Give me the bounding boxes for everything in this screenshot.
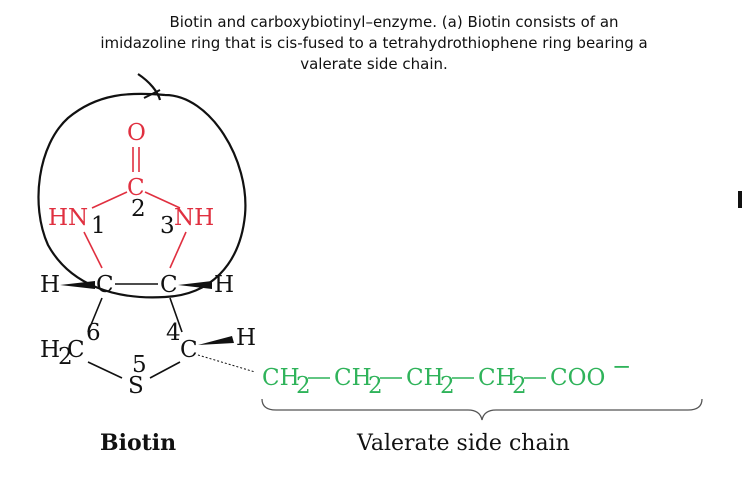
chain-ch2-4: CH	[478, 365, 516, 391]
position-2: 2	[131, 196, 146, 222]
valerate-label: Valerate side chain	[356, 431, 570, 456]
atom-sulfur: S	[128, 373, 144, 399]
chain-ch2-1: CH	[262, 365, 300, 391]
atom-h-right: H	[214, 272, 234, 298]
wedge-bond-left	[60, 281, 95, 289]
atom-oxygen: O	[127, 120, 146, 146]
atom-carbon-3a: C	[96, 272, 114, 298]
atom-nh: NH	[174, 205, 214, 231]
atom-carbon-6a: C	[160, 272, 178, 298]
atom-h2c-h: H	[40, 337, 60, 363]
chain-ch2-2-sub: 2	[368, 373, 383, 399]
bond-c4-chain-dashed	[197, 354, 256, 373]
atom-carbon-4: C	[180, 337, 198, 363]
chain-ch2-1-sub: 2	[296, 373, 311, 399]
position-6: 6	[86, 320, 101, 346]
bond-c3a-c6	[87, 297, 103, 333]
chain-ch2-3-sub: 2	[440, 373, 455, 399]
bond-n1-c	[83, 231, 103, 269]
position-1: 1	[91, 213, 106, 239]
atom-hn: HN	[48, 205, 88, 231]
hand-drawn-tick	[143, 89, 161, 99]
atom-h2c-c: C	[67, 337, 85, 363]
atom-h-left: H	[40, 272, 60, 298]
position-5: 5	[132, 352, 147, 378]
biotin-label: Biotin	[100, 430, 176, 456]
bond-n3-c	[169, 231, 187, 269]
chain-ch2-4-sub: 2	[512, 373, 527, 399]
bond-c2-n1	[91, 191, 128, 209]
position-3: 3	[160, 213, 175, 239]
bond-c4-s	[149, 361, 181, 379]
wedge-bond-c4-h	[198, 336, 234, 345]
edge-mark	[738, 191, 742, 208]
hand-drawn-stroke-top	[137, 73, 162, 101]
chain-coo-charge: −	[612, 354, 631, 380]
caption-line-3: valerate side chain.	[300, 55, 448, 73]
wedge-bond-right	[178, 281, 212, 289]
caption-line-2: imidazoline ring that is cis-fused to a …	[100, 34, 648, 52]
figure-caption: Biotin and carboxybiotinyl–enzyme. (a) B…	[0, 12, 748, 75]
atom-h2c-sub: 2	[58, 344, 73, 370]
bond-c6a-c4	[169, 297, 183, 333]
chain-coo: COO	[550, 365, 605, 391]
hand-drawn-circle-annotation	[37, 92, 247, 299]
atom-h-c4: H	[236, 325, 256, 351]
bond-c6-s	[87, 361, 123, 379]
chain-ch2-3: CH	[406, 365, 444, 391]
chain-ch2-2: CH	[334, 365, 372, 391]
caption-line-1: Biotin and carboxybiotinyl–enzyme. (a) B…	[169, 13, 619, 31]
valerate-underbrace	[261, 398, 703, 421]
position-4: 4	[166, 320, 181, 346]
bond-c2-n3	[144, 191, 181, 209]
atom-carbon-2: C	[127, 175, 145, 201]
